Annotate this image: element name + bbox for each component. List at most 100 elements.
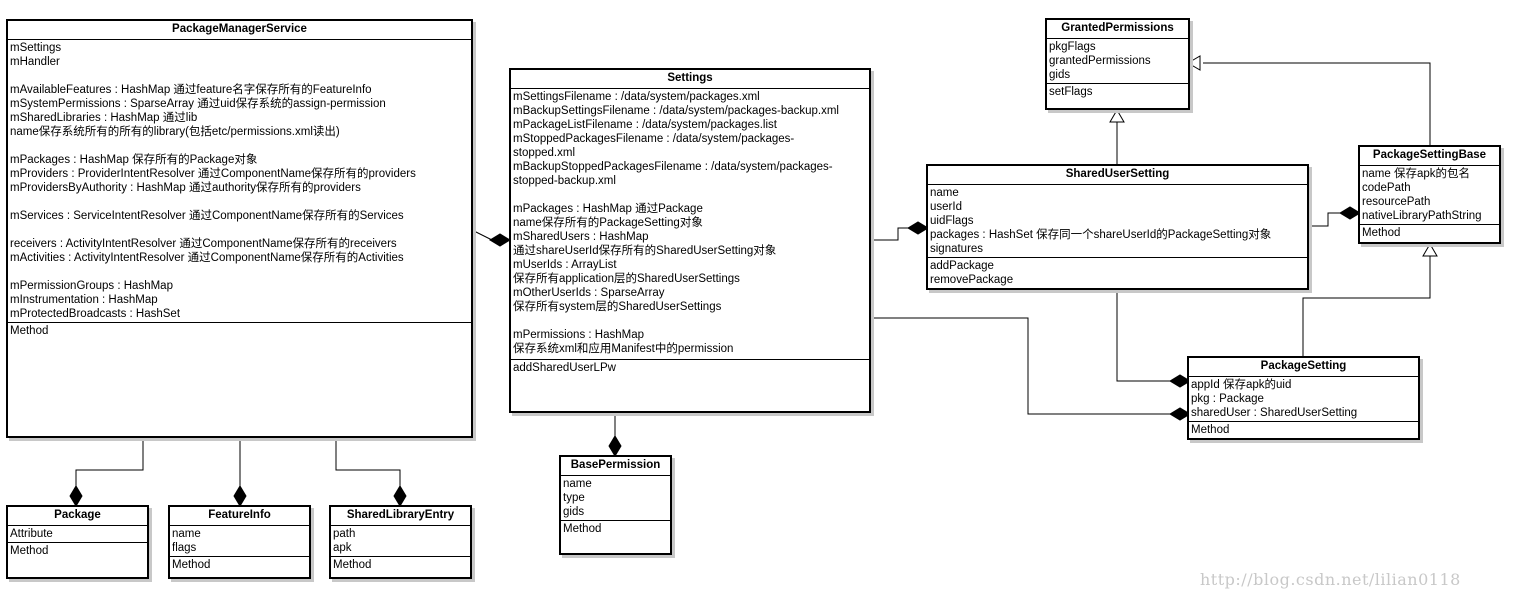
watermark: http://blog.csdn.net/lilian0118 bbox=[1200, 570, 1461, 589]
attribute-line: name保存系统所有的所有的library(包括etc/permissions.… bbox=[10, 126, 340, 138]
pms-settings-link bbox=[471, 229, 493, 241]
class-settings: Settings mSettingsFilename : /data/syste… bbox=[509, 68, 871, 413]
attribute-line: signatures bbox=[930, 243, 984, 255]
attribute-line: uidFlags bbox=[930, 215, 974, 227]
attribute-line: mStoppedPackagesFilename : /data/system/… bbox=[513, 133, 795, 145]
class-title: PackageSetting bbox=[1189, 358, 1418, 377]
attribute-line: receivers : ActivityIntentResolver 通过Com… bbox=[10, 238, 397, 250]
attribute-line: pkgFlags bbox=[1049, 41, 1096, 53]
class-package-setting-base: PackageSettingBase name 保存apk的包名 codePath… bbox=[1358, 145, 1501, 244]
attributes-section: name flags bbox=[170, 526, 309, 557]
class-title: GrantedPermissions bbox=[1047, 20, 1188, 39]
attribute-line: mSharedLibraries : HashMap 通过lib bbox=[10, 112, 198, 124]
class-title: PackageSettingBase bbox=[1360, 147, 1499, 166]
methods-section: Method bbox=[8, 543, 147, 559]
attribute-line bbox=[10, 265, 469, 279]
method-line: removePackage bbox=[930, 274, 1014, 286]
triangle-granted-shareduser bbox=[1109, 109, 1125, 123]
diamond-shareduser bbox=[907, 221, 929, 235]
attribute-line: stopped.xml bbox=[513, 147, 576, 159]
class-title: SharedLibraryEntry bbox=[331, 507, 470, 526]
attribute-line: mPermissions : HashMap bbox=[513, 329, 645, 341]
class-title: FeatureInfo bbox=[170, 507, 309, 526]
attribute-line: 保存所有system层的SharedUserSettings bbox=[513, 301, 722, 313]
attribute-line: mPackages : HashMap 通过Package bbox=[513, 203, 703, 215]
attribute-line: mProviders : ProviderIntentResolver 通过Co… bbox=[10, 168, 416, 180]
methods-section: setFlags bbox=[1047, 84, 1188, 100]
method-line: setFlags bbox=[1049, 86, 1093, 98]
attribute-line: mBackupStoppedPackagesFilename : /data/s… bbox=[513, 161, 833, 173]
method-line: Method bbox=[333, 559, 372, 571]
method-line: Method bbox=[10, 325, 49, 337]
attribute-line bbox=[513, 314, 867, 328]
methods-section: Method bbox=[170, 557, 309, 573]
shareduser-pkgsetting-link bbox=[1116, 290, 1172, 382]
attribute-line: mPackageListFilename : /data/system/pack… bbox=[513, 119, 777, 131]
triangle-psbase-pkgsetting bbox=[1422, 243, 1438, 257]
diamond-basepermission bbox=[608, 435, 622, 457]
attribute-line: mSettings bbox=[10, 42, 62, 54]
class-title: Package bbox=[8, 507, 147, 526]
attribute-line: type bbox=[563, 492, 585, 504]
attribute-line bbox=[513, 188, 867, 202]
attribute-line: mSettingsFilename : /data/system/package… bbox=[513, 91, 760, 103]
attribute-line: name 保存apk的包名 bbox=[1362, 168, 1471, 180]
methods-section: addPackage removePackage bbox=[928, 258, 1307, 288]
method-line: Method bbox=[1362, 227, 1401, 239]
psbase-granted-link bbox=[1203, 62, 1431, 145]
settings-shareduser-link bbox=[870, 227, 910, 241]
pms-package-link bbox=[75, 438, 144, 490]
attribute-line: gids bbox=[563, 506, 585, 518]
attribute-line: codePath bbox=[1362, 182, 1411, 194]
settings-pkgsetting-link bbox=[870, 317, 1172, 415]
attribute-line: name bbox=[172, 528, 201, 540]
diamond-sharedlib bbox=[393, 485, 407, 507]
attribute-line bbox=[10, 69, 469, 83]
attribute-line: mInstrumentation : HashMap bbox=[10, 294, 158, 306]
attribute-line: name保存所有的PackageSetting对象 bbox=[513, 217, 703, 229]
diamond-package bbox=[69, 485, 83, 507]
class-title: BasePermission bbox=[561, 457, 670, 476]
attribute-line: mPermissionGroups : HashMap bbox=[10, 280, 173, 292]
class-feature-info: FeatureInfo name flags Method bbox=[168, 505, 311, 579]
attribute-line: gids bbox=[1049, 69, 1071, 81]
methods-section: Method bbox=[331, 557, 470, 573]
diamond-featureinfo bbox=[233, 485, 247, 507]
methods-section: Method bbox=[1360, 225, 1499, 241]
attribute-line: 通过shareUserId保存所有的SharedUserSetting对象 bbox=[513, 245, 777, 257]
attribute-line: mBackupSettingsFilename : /data/system/p… bbox=[513, 105, 839, 117]
attribute-line: flags bbox=[172, 542, 197, 554]
attribute-line: 保存系统xml和应用Manifest中的permission bbox=[513, 343, 734, 355]
attribute-line bbox=[10, 223, 469, 237]
attribute-line: path bbox=[333, 528, 356, 540]
attribute-line bbox=[10, 139, 469, 153]
class-title: SharedUserSetting bbox=[928, 166, 1307, 185]
attribute-line: 保存所有application层的SharedUserSettings bbox=[513, 273, 740, 285]
methods-section: Method bbox=[561, 521, 670, 537]
method-line: addPackage bbox=[930, 260, 994, 272]
attribute-line: sharedUser : SharedUserSetting bbox=[1191, 407, 1358, 419]
methods-section: addSharedUserLPw bbox=[511, 360, 869, 376]
attribute-line: stopped-backup.xml bbox=[513, 175, 616, 187]
pms-sharedlib-link bbox=[335, 438, 401, 490]
attribute-line: mOtherUserIds : SparseArray bbox=[513, 287, 665, 299]
attribute-line: mSharedUsers : HashMap bbox=[513, 231, 649, 243]
methods-section: Method bbox=[1189, 422, 1418, 438]
attribute-line: packages : HashSet 保存同一个shareUserId的Pack… bbox=[930, 229, 1272, 241]
method-line: addSharedUserLPw bbox=[513, 362, 616, 374]
attribute-line: mProtectedBroadcasts : HashSet bbox=[10, 308, 181, 320]
attribute-line: Attribute bbox=[10, 528, 53, 540]
attribute-line: resourcePath bbox=[1362, 196, 1431, 208]
